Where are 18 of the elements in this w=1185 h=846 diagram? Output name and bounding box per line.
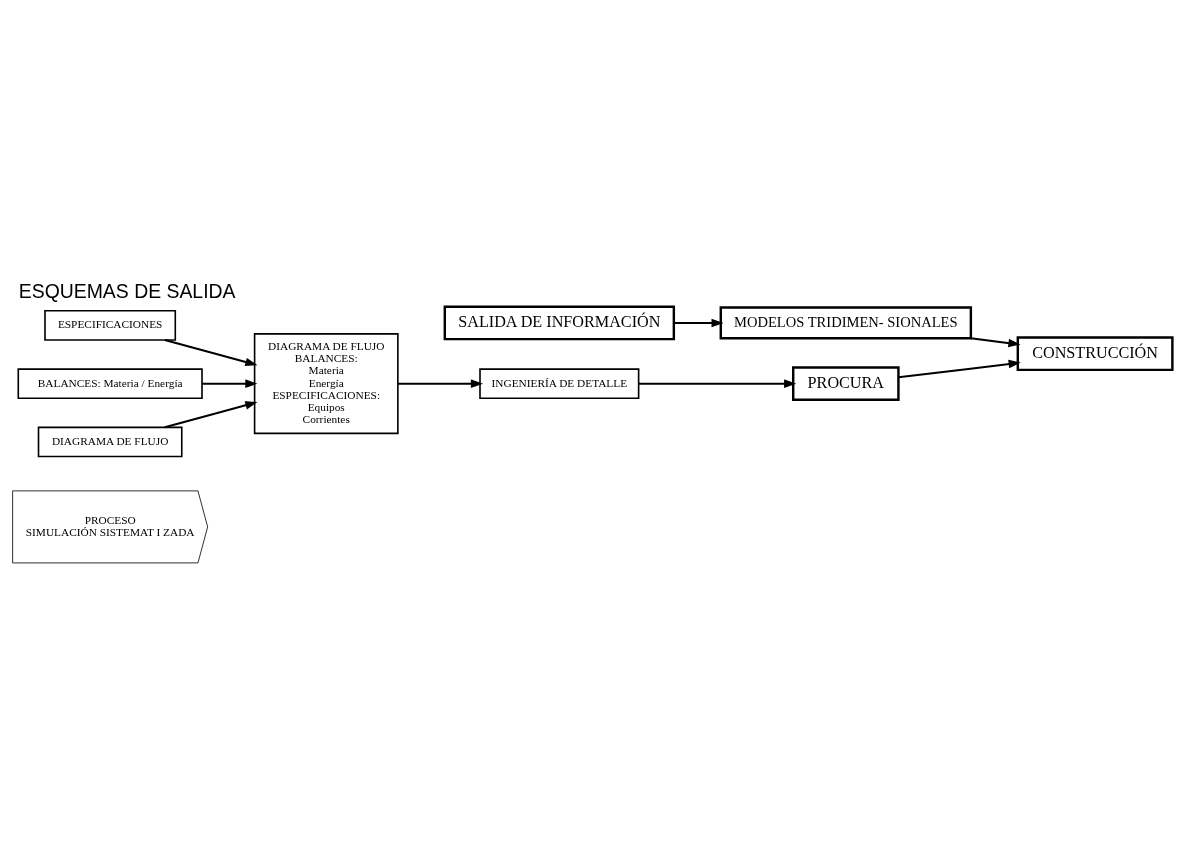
arrow (202, 378, 258, 388)
arrow (164, 338, 258, 366)
arrow (970, 336, 1021, 347)
node-box: ESPECIFICACIONES (44, 309, 177, 341)
arrow (638, 378, 797, 388)
node-box: BALANCES: Materia / Energía (17, 367, 203, 399)
arrow (398, 378, 483, 388)
arrow (164, 400, 258, 428)
node-box: MODELOS TRIDIMEN- SIONALES (719, 305, 973, 340)
node-box: PROCURA (792, 365, 900, 401)
node-box: INGENIERÍA DE DETALLE (479, 367, 640, 399)
node-box: SALIDA DE INFORMACIÓN (443, 305, 676, 340)
arrow (898, 359, 1021, 378)
arrow (673, 318, 724, 327)
node-box: DIAGRAMA DE FLUJO BALANCES: Materia Energía ESPECIFICACIONES: Equipos Corrientes (253, 332, 399, 434)
diagram-title: ESQUEMAS DE SALIDA (18, 279, 236, 302)
node-box: DIAGRAMA DE FLUJO (37, 426, 183, 457)
node-box: CONSTRUCCIÓN (1016, 335, 1174, 371)
